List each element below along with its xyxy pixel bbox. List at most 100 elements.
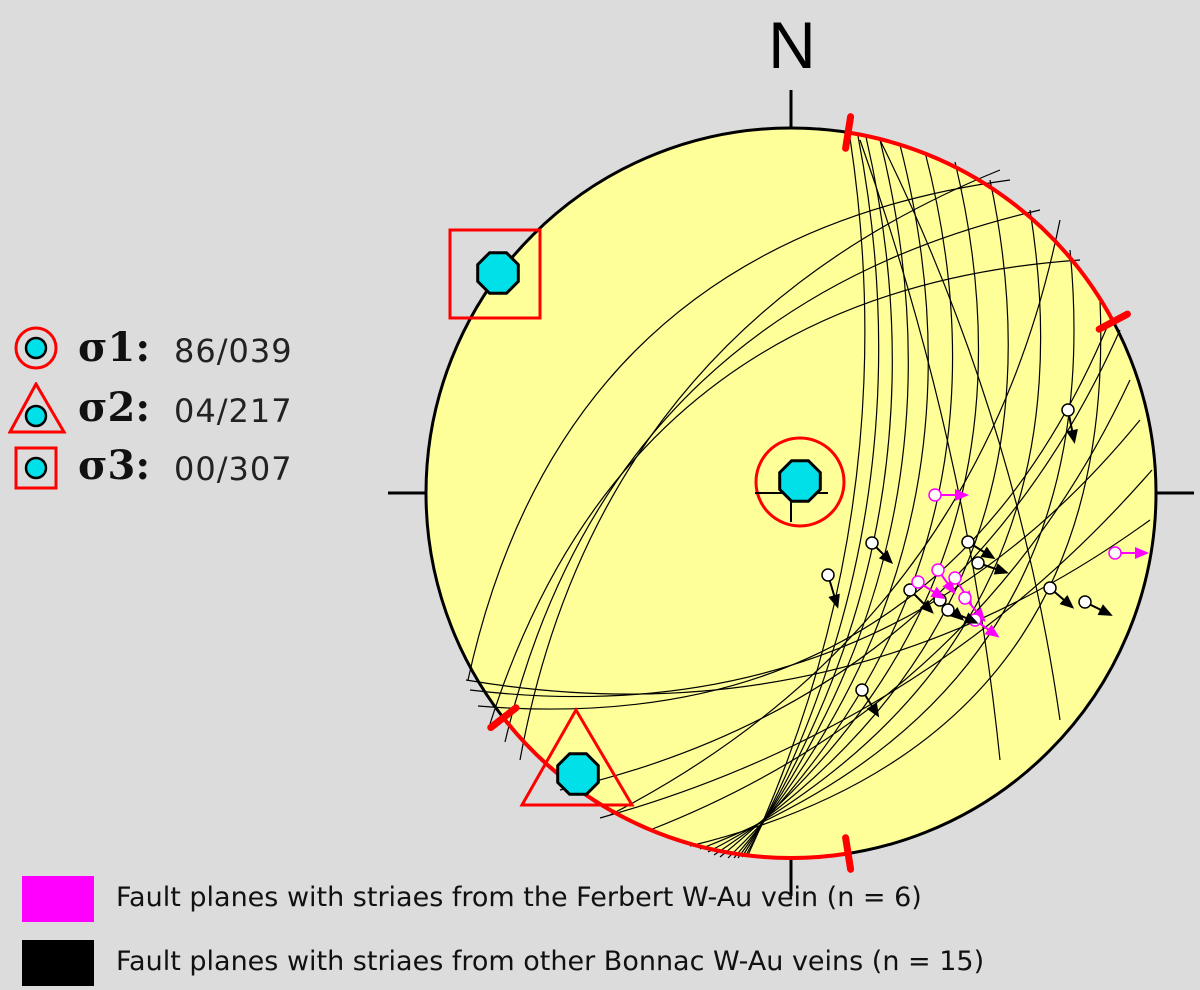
stress-axis-value: 00/307 [174,450,293,488]
stria-arrowhead [1134,547,1149,559]
fault-plane-arc [707,209,1042,853]
fault-plane-arc [727,151,954,859]
ferbert-stria [911,575,946,600]
stria-pole [958,591,972,605]
sigma2-marker [556,752,600,796]
stria-pole [941,603,955,617]
fault-plane-arc [559,329,1121,791]
stria-arrowhead [828,593,840,609]
stria-pole [931,563,945,577]
fault-plane-arc [489,259,1081,725]
stria-pole [1108,546,1122,560]
fault-plane-arc [713,179,1009,856]
stria-arrowhead [993,563,1009,575]
stria-arrowhead [980,546,996,560]
stria-arrowhead [919,599,934,614]
legend-row: Fault planes with striaes from the Ferbe… [22,876,1192,924]
sigma1-marker [778,459,822,503]
sigma3-frame [448,228,542,320]
ferbert-stria [958,591,986,623]
stria-arrowhead [954,489,969,501]
bonnac-stria [1043,581,1075,609]
bonnac-stria [821,568,840,609]
stress-axis-row: σ1: 86/039 [8,322,338,378]
stria-pole [948,571,962,585]
stress-axis-row: σ2: 04/217 [8,382,338,438]
stress-axis-value: 86/039 [174,332,293,370]
bonnac-stria [865,536,894,565]
bonnac-stria [1061,403,1078,444]
fault-plane-arc [744,135,880,858]
bonnac-stria [941,603,979,624]
symbol-frame [14,446,58,490]
fault-plane-arc [719,161,980,858]
stria-arrowhead [866,702,880,718]
ferbert-stria [931,563,956,595]
bonnac-stria [855,683,880,718]
circle-symbol-icon [14,326,58,370]
bonnac-stria [961,535,996,560]
stress-axis-label: σ2: [78,384,151,431]
stress-axis-label: σ1: [78,324,151,371]
sigma2-frame [519,707,635,807]
north-label: N [768,8,816,82]
bonnac-stria [971,556,1009,575]
fault-plane-arc [879,139,1061,721]
stria-pole [911,575,925,589]
fault-plane-arc [649,379,1131,831]
stria-arrowhead [930,586,946,600]
stria-pole [1078,595,1092,609]
stria-arrowhead [1097,604,1113,616]
symbol-marker [24,336,48,360]
stria-pole [1061,403,1075,417]
ferbert-stria [928,488,969,502]
stria-pole [961,535,975,549]
stria-arrowhead [963,612,979,624]
fault-plane-arc [737,139,909,859]
fault-plane-arc [467,179,1011,681]
triangle-symbol-icon [8,382,67,434]
fault-plane-arc [733,144,929,859]
stria-arrowhead [1059,595,1075,609]
fault-plane-arc [747,137,866,856]
fault-plane-arc [477,319,1111,710]
legend-text: Fault planes with striaes from other Bon… [116,946,985,977]
stria-arrowhead [1066,428,1078,444]
legend-row: Fault planes with striaes from other Bon… [22,940,1192,988]
fault-plane-arc [741,136,893,858]
square-symbol-icon [14,446,58,490]
symbol-frame [14,326,58,370]
fault-plane-arc [689,299,1102,847]
symbol-frame [8,382,67,434]
bonnac-stria [903,583,934,614]
fault-plane-arc [699,249,1075,850]
stria-pole [971,556,985,570]
fault-plane-arc [599,469,1153,819]
extension-tick [487,704,520,732]
stria-pole [865,536,879,550]
extension-tick [842,113,855,152]
stria-pole [1043,581,1057,595]
stria-arrowhead [984,624,1000,638]
legend-swatch [22,876,94,922]
stress-axis-label: σ3: [78,442,151,489]
fault-plane-arc [859,139,1001,761]
sigma1-frame [754,436,846,528]
ferbert-stria [1108,546,1149,560]
sigma3-marker [476,251,520,295]
bonnac-stria [1078,595,1113,616]
fault-plane-arc [609,219,1061,816]
symbol-marker [24,456,48,480]
extension-tick [1095,310,1131,333]
fault-plane-arc [519,169,1001,761]
legend-swatch [22,940,94,986]
extension-arc-sw [501,716,849,860]
fault-plane-arc [465,519,1151,695]
stria-pole [855,683,869,697]
fault-plane-arc [504,209,1041,743]
stress-axis-value: 04/217 [174,392,293,430]
stria-pole [903,583,917,597]
stria-pole [821,568,835,582]
